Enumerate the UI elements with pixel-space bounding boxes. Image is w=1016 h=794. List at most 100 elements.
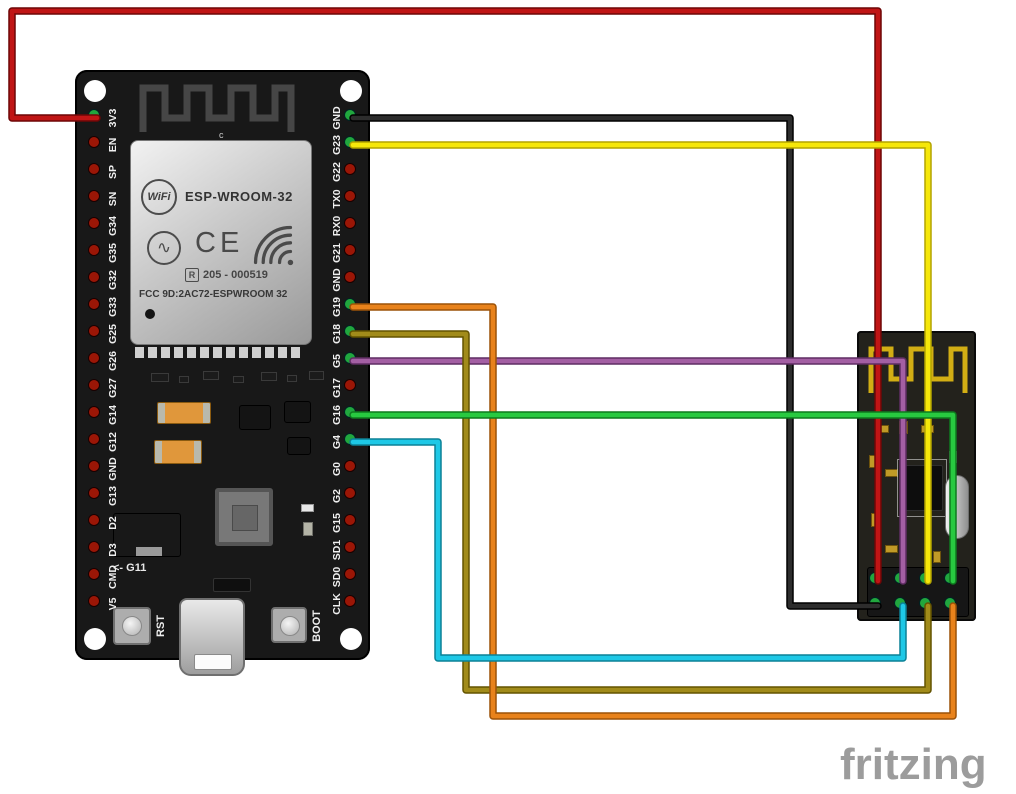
- rst-button[interactable]: [113, 607, 151, 645]
- esp32-pin-right-g17[interactable]: [344, 379, 355, 390]
- esp32-pin-right-g15[interactable]: [344, 514, 355, 525]
- boot-label: BOOT: [311, 610, 323, 642]
- wifi-antenna-trace: [139, 84, 295, 132]
- boot-button[interactable]: [271, 607, 307, 643]
- rf-waves-icon: [253, 225, 294, 266]
- esp32-pin-left-v5[interactable]: [88, 595, 99, 606]
- esp32-pin-label-g12: G12: [107, 432, 119, 452]
- esp32-pin-label-d3: D3: [107, 543, 119, 557]
- esp32-pin-left-g35[interactable]: [88, 244, 99, 255]
- wire-red-3v3[interactable]: [9, 8, 881, 584]
- micro-usb-connector[interactable]: [179, 598, 245, 676]
- voltage-regulator: [113, 513, 181, 557]
- conformity-mark-icon: ∿: [147, 231, 181, 265]
- esp32-pin-label-sd1: SD1: [331, 539, 343, 561]
- esp32-pin-left-g33[interactable]: [88, 298, 99, 309]
- esp32-pin-left-g26[interactable]: [88, 352, 99, 363]
- esp32-pin-right-g2[interactable]: [344, 487, 355, 498]
- smd-component: [287, 375, 297, 382]
- esp32-pin-left-g27[interactable]: [88, 379, 99, 390]
- esp32-pin-left-g32[interactable]: [88, 271, 99, 282]
- smd-component: [203, 371, 219, 380]
- smd-component: [303, 522, 313, 536]
- esp32-pin-left-g12[interactable]: [88, 433, 99, 444]
- esp32-pin-label-en: EN: [107, 137, 119, 153]
- esp32-pin-label-g27: G27: [107, 378, 119, 398]
- esp32-pin-label-g5: G5: [331, 353, 343, 369]
- silkscreen-g11-label: <- G11: [113, 562, 147, 574]
- capacitor: [154, 440, 202, 464]
- esp32-pin-label-g34: G34: [107, 216, 119, 236]
- wire-yellow-g23[interactable]: [350, 142, 931, 584]
- esp32-pin-label-sn: SN: [107, 191, 119, 207]
- ce-mark-text: CE: [195, 227, 244, 259]
- mounting-hole: [84, 628, 106, 650]
- esp32-pin-label-g4: G4: [331, 434, 343, 450]
- usb-slot: [194, 654, 232, 670]
- esp32-pin-left-g25[interactable]: [88, 325, 99, 336]
- esp32-pin-left-sp[interactable]: [88, 163, 99, 174]
- esp32-pin-left-g34[interactable]: [88, 217, 99, 228]
- module-name-text: ESP-WROOM-32: [185, 189, 293, 204]
- esp32-pin-label-g2: G2: [331, 488, 343, 504]
- mounting-hole: [340, 628, 362, 650]
- smd-component: [151, 373, 169, 382]
- wire-orange-g19[interactable]: [350, 304, 956, 719]
- led: [301, 504, 314, 512]
- esp32-pin-left-cmd[interactable]: [88, 568, 99, 579]
- esp32-pin-right-sd0[interactable]: [344, 568, 355, 579]
- esp32-pin-label-g25: G25: [107, 324, 119, 344]
- esp32-pin-right-g21[interactable]: [344, 244, 355, 255]
- esp32-pin-label-gnd: GND: [107, 457, 119, 481]
- esp32-pin-left-sn[interactable]: [88, 190, 99, 201]
- esp32-pin-label-g16: G16: [331, 405, 343, 425]
- mounting-hole: [340, 80, 362, 102]
- esp32-pin-right-gnd[interactable]: [344, 271, 355, 282]
- smd-component: [233, 376, 244, 383]
- wire-purple-g5[interactable]: [350, 358, 906, 584]
- esp32-pin-label-g14: G14: [107, 405, 119, 425]
- registration-number: R 205 - 000519: [185, 268, 268, 282]
- wire-cyan-g4[interactable]: [350, 439, 906, 661]
- esp32-devkit-board[interactable]: c WiFi ESP-WROOM-32 ∿ CE R 205 - 000519 …: [75, 70, 370, 676]
- esp32-pin-left-gnd[interactable]: [88, 460, 99, 471]
- transistor: [284, 401, 311, 423]
- esp32-pin-label-g15: G15: [331, 513, 343, 533]
- smd-component: [309, 371, 324, 380]
- button-cap: [122, 616, 142, 636]
- regulator-tab: [136, 547, 162, 556]
- esp32-pin-right-clk[interactable]: [344, 595, 355, 606]
- esp32-pin-right-g0[interactable]: [344, 460, 355, 471]
- esp32-pin-label-gnd: GND: [331, 106, 343, 130]
- mounting-hole: [84, 80, 106, 102]
- transistor: [287, 437, 311, 455]
- esp32-pin-left-en[interactable]: [88, 136, 99, 147]
- antenna-meander: [139, 84, 295, 132]
- esp32-pin-label-sd0: SD0: [331, 566, 343, 588]
- ic-die: [232, 505, 258, 531]
- fritzing-logo: fritzing: [840, 740, 987, 789]
- esp32-pin-right-g22[interactable]: [344, 163, 355, 174]
- esp32-pin-label-g33: G33: [107, 297, 119, 317]
- wire-cyan-g4-outline[interactable]: [349, 438, 907, 662]
- castellated-pads: [135, 347, 303, 358]
- esp32-pin-left-g13[interactable]: [88, 487, 99, 498]
- capacitor: [157, 402, 211, 424]
- esp32-pin-label-g23: G23: [331, 135, 343, 155]
- esp32-pin-left-g14[interactable]: [88, 406, 99, 417]
- esp32-pin-left-d3[interactable]: [88, 541, 99, 552]
- wire-olive-g18[interactable]: [350, 331, 931, 693]
- fcc-id-text: FCC 9D:2AC72-ESPWROOM 32: [139, 289, 288, 300]
- wire-green-g16[interactable]: [350, 412, 956, 584]
- esp32-pin-label-g22: G22: [331, 162, 343, 182]
- esp32-pin-label-d2: D2: [107, 516, 119, 530]
- esp32-pin-right-tx0[interactable]: [344, 190, 355, 201]
- esp32-pin-label-g21: G21: [331, 243, 343, 263]
- esp32-pin-label-g32: G32: [107, 270, 119, 290]
- esp32-pin-label-g26: G26: [107, 351, 119, 371]
- nrf-ic-chip: [901, 465, 943, 511]
- esp32-pin-right-rx0[interactable]: [344, 217, 355, 228]
- esp32-pin-left-d2[interactable]: [88, 514, 99, 525]
- esp32-pin-right-sd1[interactable]: [344, 541, 355, 552]
